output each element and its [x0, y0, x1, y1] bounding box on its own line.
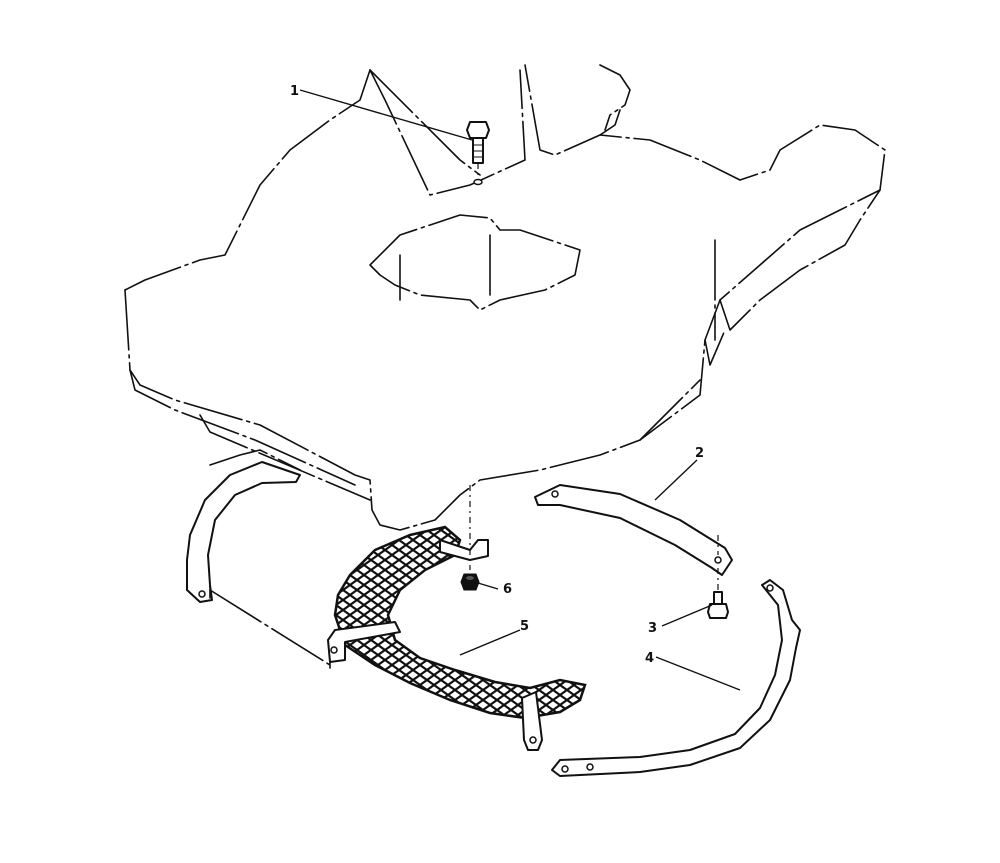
leader-lines — [299, 89, 741, 691]
callout-labels: 1 2 3 4 5 6 — [290, 84, 704, 666]
part-3-screw — [707, 568, 729, 619]
callout-4: 4 — [645, 651, 654, 666]
part-4-arc-baffle — [551, 579, 801, 777]
callout-5: 5 — [520, 619, 529, 634]
left-arc-plate — [186, 461, 301, 603]
part-2-baffle-plate — [534, 484, 733, 576]
callout-3: 3 — [648, 621, 657, 636]
part-6-nut — [460, 485, 480, 591]
part-5-mesh-guard — [327, 525, 587, 751]
callout-1: 1 — [290, 84, 299, 99]
callout-6: 6 — [503, 582, 512, 597]
callout-2: 2 — [695, 446, 704, 461]
part-1-bolt — [466, 121, 490, 186]
mower-deck-outline — [124, 64, 886, 669]
